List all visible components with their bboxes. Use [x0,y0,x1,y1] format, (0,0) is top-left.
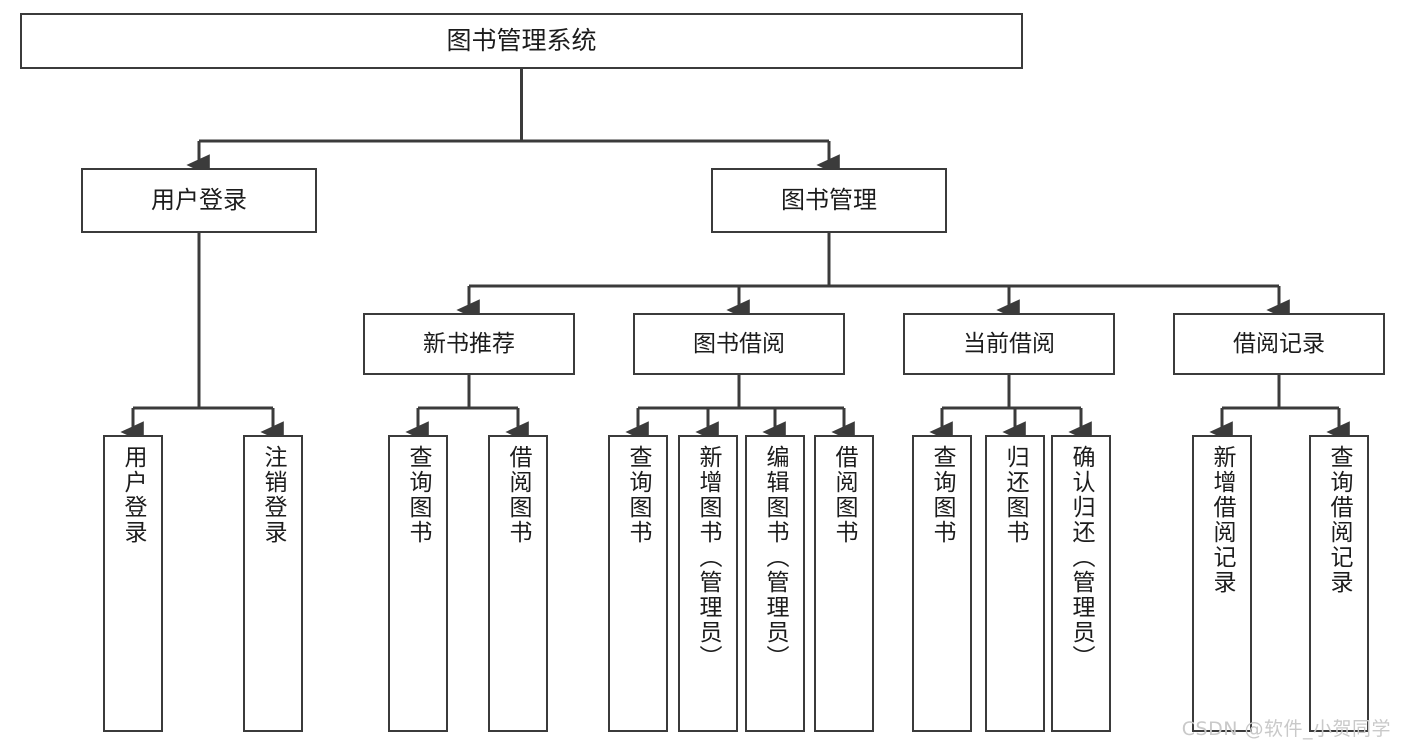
node-l2-login[interactable]: 用户登录 [81,168,317,233]
node-l3-record[interactable]: 借阅记录 [1173,313,1385,375]
node-l3-newbook[interactable]: 新书推荐 [363,313,575,375]
node-l4-d2[interactable]: 归还图书 [985,435,1045,732]
node-label: 用户登录 [120,445,147,545]
node-l4-b1[interactable]: 查询图书 [388,435,448,732]
node-label: 新书推荐 [423,330,515,357]
node-l4-d1[interactable]: 查询图书 [912,435,972,732]
node-l3-current[interactable]: 当前借阅 [903,313,1115,375]
node-l4-a2[interactable]: 注销登录 [243,435,303,732]
node-l4-c1[interactable]: 查询图书 [608,435,668,732]
node-label: 借阅图书 [831,445,858,545]
node-label: 查询借阅记录 [1326,445,1353,595]
node-label: 借阅图书 [505,445,532,545]
node-l4-c2[interactable]: 新增图书（管理员） [678,435,738,732]
node-label: 图书借阅 [693,330,785,357]
node-l4-c3[interactable]: 编辑图书（管理员） [745,435,805,732]
node-label: 注销登录 [260,445,287,545]
node-label: 确认归还（管理员） [1068,445,1095,670]
node-label: 查询图书 [625,445,652,545]
watermark-label: CSDN @软件_小贺同学 [1181,718,1391,740]
node-l4-b2[interactable]: 借阅图书 [488,435,548,732]
node-label: 查询图书 [405,445,432,545]
connector-group [120,69,1350,443]
node-label: 当前借阅 [963,330,1055,357]
node-l4-e2[interactable]: 查询借阅记录 [1309,435,1369,732]
node-label: 编辑图书（管理员） [762,445,789,670]
node-l4-c4[interactable]: 借阅图书 [814,435,874,732]
node-label: 图书管理系统 [446,25,597,55]
node-l4-a1[interactable]: 用户登录 [103,435,163,732]
node-l3-borrow[interactable]: 图书借阅 [633,313,845,375]
node-label: 借阅记录 [1233,330,1325,357]
node-l2-book[interactable]: 图书管理 [711,168,947,233]
node-root[interactable]: 图书管理系统 [20,13,1023,69]
node-label: 查询图书 [929,445,956,545]
node-label: 用户登录 [151,185,247,214]
node-l4-e1[interactable]: 新增借阅记录 [1192,435,1252,732]
node-label: 图书管理 [781,185,877,214]
node-l4-d3[interactable]: 确认归还（管理员） [1051,435,1111,732]
node-label: 归还图书 [1002,445,1029,545]
node-label: 新增借阅记录 [1209,445,1236,595]
node-label: 新增图书（管理员） [695,445,722,670]
